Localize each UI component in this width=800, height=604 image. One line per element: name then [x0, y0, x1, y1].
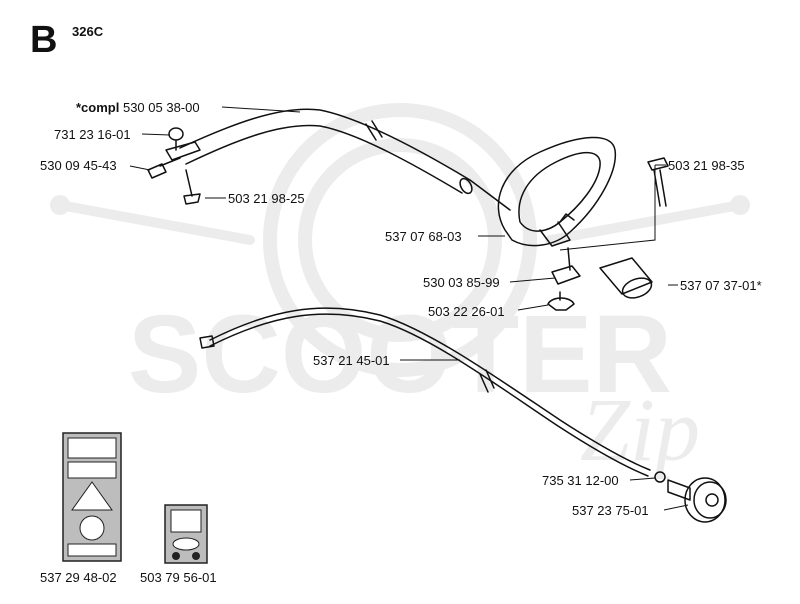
label-decal2: 503 79 56-01 — [140, 570, 217, 585]
wing-nut — [547, 291, 575, 311]
compl-number: 530 05 38-00 — [122, 100, 200, 115]
label-p9: 537 21 45-01 — [313, 353, 390, 368]
label-decal1: 537 29 48-02 — [40, 570, 117, 585]
watermark-script: Zip — [580, 381, 700, 480]
loop-handle — [469, 136, 617, 247]
label-p1: 731 23 16-01 — [54, 127, 131, 142]
section-letter: B — [30, 19, 58, 61]
label-p11: 537 23 75-01 — [572, 503, 649, 518]
label-p8: 503 22 26-01 — [428, 304, 505, 319]
spacer-sleeve — [599, 257, 653, 299]
label-p6: 530 03 85-99 — [423, 275, 500, 290]
cable-drum — [667, 477, 727, 523]
model-number: 326C — [72, 24, 104, 39]
cable-clip — [654, 471, 666, 483]
label-compl: *compl 530 05 38-00 — [76, 100, 200, 115]
flex-cable — [199, 307, 651, 477]
label-p5: 537 07 68-03 — [385, 229, 462, 244]
shaft-clamp — [147, 127, 201, 205]
bracket — [551, 247, 581, 285]
compl-prefix: *compl — [76, 100, 120, 115]
trimmer-head-decal — [164, 504, 208, 564]
label-p4: 503 21 98-35 — [668, 158, 745, 173]
warning-decal — [62, 432, 122, 562]
label-p2: 530 09 45-43 — [40, 158, 117, 173]
watermark-text: SCOOTER — [128, 293, 672, 416]
label-p10: 735 31 12-00 — [542, 473, 619, 488]
shaft-tube — [179, 108, 473, 195]
label-p3: 503 21 98-25 — [228, 191, 305, 206]
label-p7: 537 07 37-01* — [680, 278, 762, 293]
